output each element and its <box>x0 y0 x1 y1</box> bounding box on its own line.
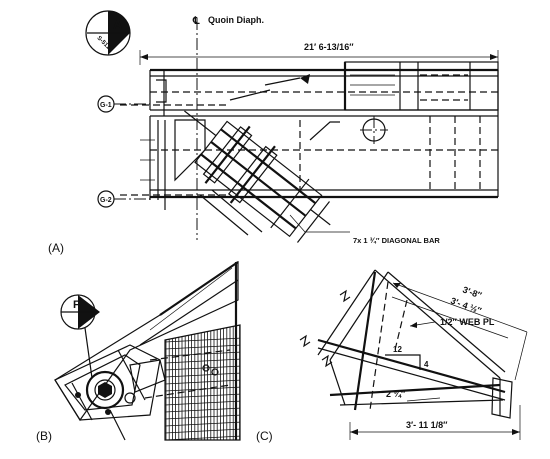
panel-a-label: (A) <box>48 241 64 255</box>
section-marker-f: F <box>60 294 100 379</box>
grid-bubble-g1: G-1 <box>97 95 150 113</box>
dim-bottom: 3′- 11 1/8″ <box>406 420 448 430</box>
panel-b-label: (B) <box>36 429 52 443</box>
panel-c-drawing: 12 4 3′-8″ 3′- 4 ½″ 1/2″ WEB PL 2 ¾″ 3′-… <box>256 269 528 443</box>
section-marker-a-letter: A <box>113 17 123 32</box>
web-plate-note: 1/2″ WEB PL <box>440 317 495 327</box>
grid-bubble-g2: G-2 <box>97 190 150 208</box>
panel-b-drawing: F (B) <box>36 260 241 443</box>
dim-small: 2 ¾″ <box>386 389 406 399</box>
section-marker-a: A S-511 <box>85 10 131 56</box>
pin-bearing <box>85 370 125 410</box>
diagonal-bar-assembly <box>184 110 331 243</box>
panel-a-drawing: A S-511 ℄ Quoin Diaph. 21′ 6-13/16″ <box>48 10 499 255</box>
top-dimension-text: 21′ 6-13/16″ <box>304 42 354 52</box>
gate-leaf-hatch <box>165 325 240 440</box>
slope-run: 12 <box>393 345 402 354</box>
diagonal-bar-callout: 7x 1 ¾″ DIAGONAL BAR <box>353 236 440 245</box>
quoin-diaphragm-note: Quoin Diaph. <box>208 15 264 25</box>
centerline-symbol: ℄ <box>192 16 200 27</box>
grid-label-g2: G-2 <box>100 197 112 204</box>
dim-overall: 3′-8″ <box>461 284 483 300</box>
panel-c-label: (C) <box>256 429 273 443</box>
section-marker-f-letter: F <box>73 299 80 311</box>
grid-label-g1: G-1 <box>100 102 112 109</box>
slope-rise: 4 <box>424 360 429 369</box>
